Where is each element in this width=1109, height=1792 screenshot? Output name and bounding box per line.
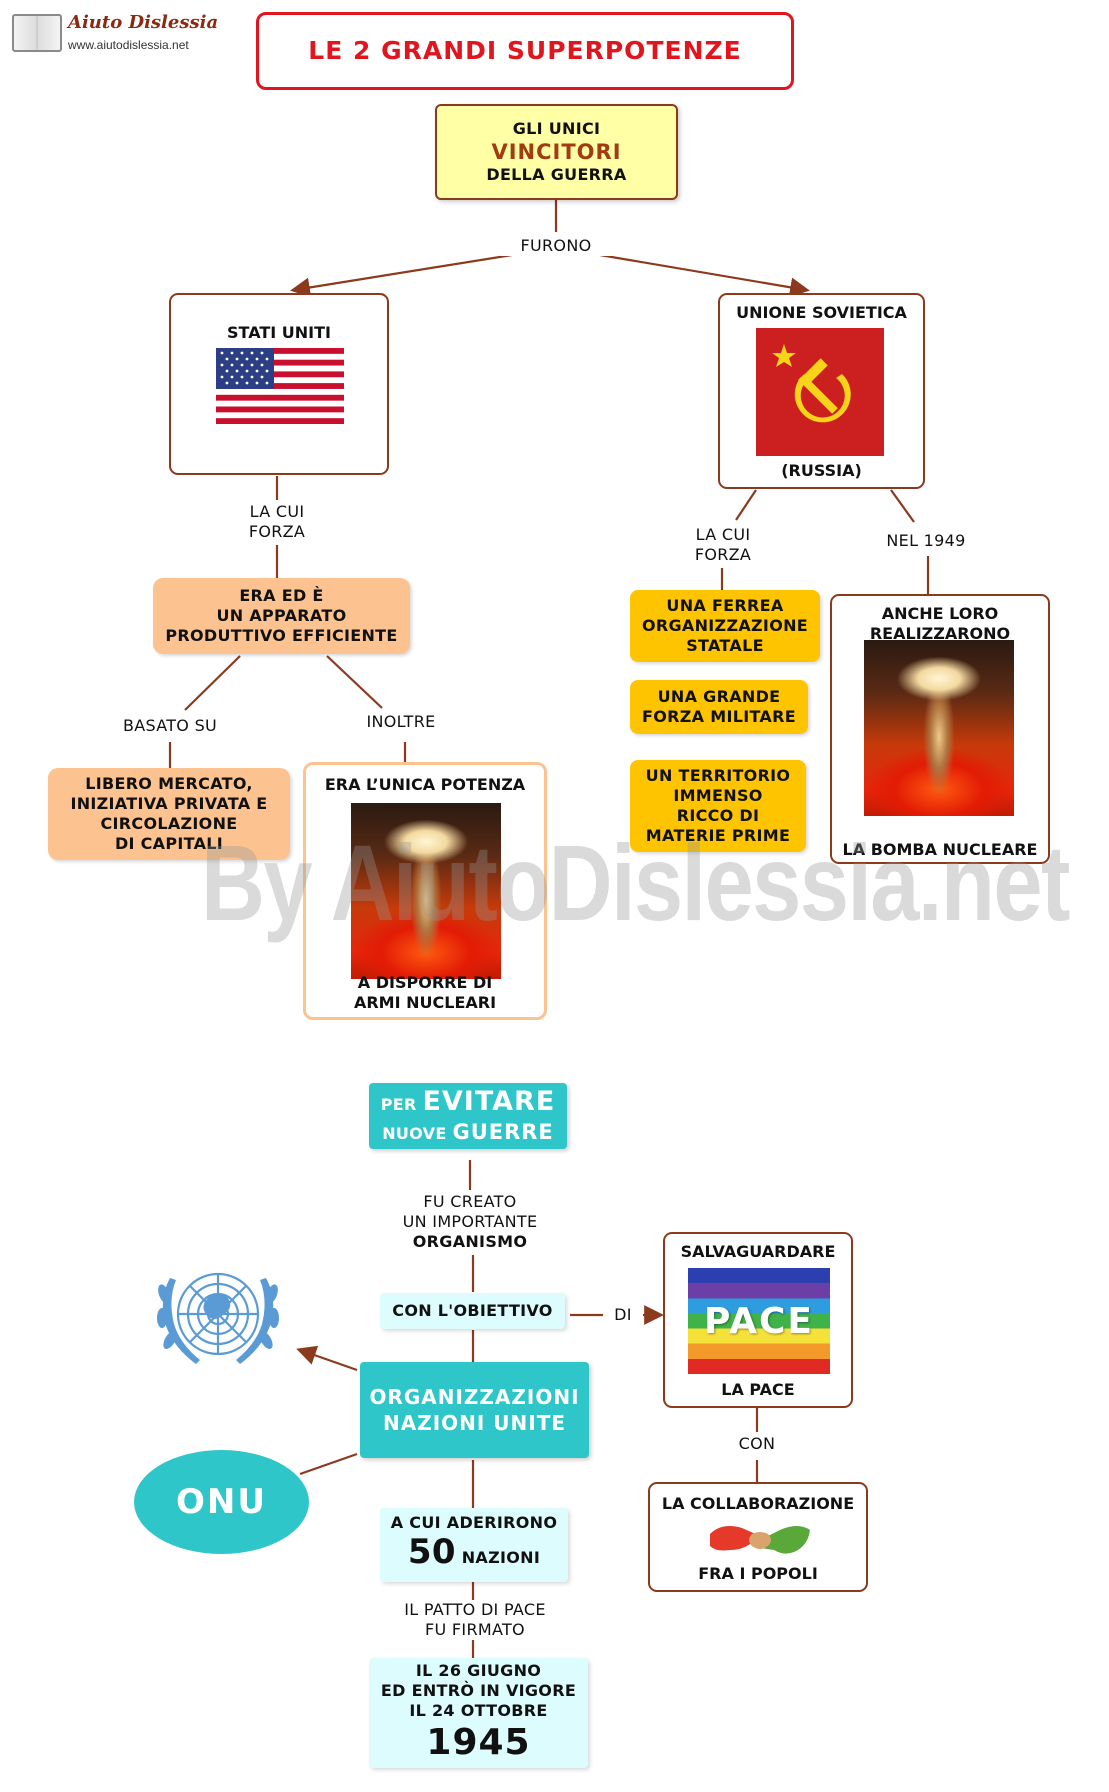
urss-force-1: UNA FERREA ORGANIZZAZIONE STATALE — [630, 590, 820, 662]
libero-mercato-node: LIBERO MERCATO, INIZIATIVA PRIVATA E CIR… — [48, 768, 290, 860]
collaborazione-bottom: FRA I POPOLI — [698, 1564, 818, 1583]
urss-force-2: UNA GRANDE FORZA MILITARE — [630, 680, 808, 734]
label-di: DI — [606, 1305, 640, 1325]
logo[interactable]: Aiuto Dislessia www.aiutodislessia.net — [12, 12, 218, 56]
vincitori-line3: DELLA GUERRA — [486, 165, 627, 184]
usa-node: STATI UNITI — [169, 293, 389, 475]
logo-url: www.aiutodislessia.net — [68, 38, 189, 52]
evitare-node: PER EVITARE NUOVE GUERRE — [369, 1083, 567, 1149]
label-inoltre: INOLTRE — [352, 712, 450, 732]
label-con: CON — [722, 1434, 792, 1454]
salvaguardare-node: SALVAGUARDARE PACE LA PACE — [663, 1232, 853, 1408]
nuclear-explosion-image — [351, 803, 501, 979]
collaborazione-node: LA COLLABORAZIONE FRA I POPOLI — [648, 1482, 868, 1592]
urss-title: UNIONE SOVIETICA — [736, 303, 907, 322]
un-emblem-icon — [157, 1272, 279, 1364]
collaborazione-title: LA COLLABORAZIONE — [661, 1494, 855, 1513]
bomba-bottom: LA BOMBA NUCLEARE — [842, 840, 1038, 859]
label-patto: IL PATTO DI PACE FU FIRMATO — [378, 1600, 572, 1640]
urss-subtitle: (RUSSIA) — [781, 461, 862, 480]
bomba-node: ANCHE LORO REALIZZARONO LA BOMBA NUCLEAR… — [830, 594, 1050, 864]
salvaguardare-title: SALVAGUARDARE — [680, 1242, 836, 1261]
page-title: LE 2 GRANDI SUPERPOTENZE — [256, 12, 794, 90]
usa-flag-icon — [216, 348, 344, 424]
onu-full-node: ORGANIZZAZIONI NAZIONI UNITE — [360, 1362, 589, 1458]
usa-force-node: ERA ED È UN APPARATO PRODUTTIVO EFFICIEN… — [153, 578, 410, 654]
aderirono-node: A CUI ADERIRONO 50 NAZIONI — [380, 1508, 568, 1582]
label-fu-creato: FU CREATO UN IMPORTANTE ORGANISMO — [385, 1192, 555, 1252]
vincitori-line1: GLI UNICI — [512, 119, 601, 138]
label-basato-su: BASATO SU — [108, 716, 232, 736]
nuclear-explosion-image-2 — [864, 640, 1014, 816]
usa-title: STATI UNITI — [227, 323, 331, 342]
label-usa-forza: LA CUI FORZA — [232, 502, 322, 542]
unica-potenza-node: ERA L’UNICA POTENZA A DISPORRE DI ARMI N… — [303, 762, 547, 1020]
vincitori-line2: VINCITORI — [491, 140, 622, 164]
unica-bottom: A DISPORRE DI ARMI NUCLEARI — [353, 973, 497, 1012]
urss-force-3: UN TERRITORIO IMMENSO RICCO DI MATERIE P… — [630, 760, 806, 852]
data-firma-node: IL 26 GIUGNO ED ENTRÒ IN VIGORE IL 24 OT… — [369, 1658, 588, 1768]
urss-node: UNIONE SOVIETICA (RUSSIA) — [718, 293, 925, 489]
unica-title: ERA L’UNICA POTENZA — [324, 775, 526, 794]
onu-badge: ONU — [134, 1450, 309, 1554]
handshake-icon — [710, 1526, 810, 1554]
obiettivo-node: CON L'OBIETTIVO — [380, 1293, 565, 1329]
peace-flag-icon: PACE — [688, 1268, 830, 1374]
hammer-sickle-flag-icon — [756, 328, 884, 456]
bomba-top: ANCHE LORO REALIZZARONO — [869, 604, 1011, 643]
salvaguardare-bottom: LA PACE — [721, 1380, 795, 1399]
label-urss-forza: LA CUI FORZA — [678, 525, 768, 565]
label-nel-1949: NEL 1949 — [876, 531, 976, 551]
logo-name: Aiuto Dislessia — [68, 12, 219, 33]
book-icon — [12, 14, 62, 52]
vincitori-node: GLI UNICI VINCITORI DELLA GUERRA — [435, 104, 678, 200]
label-furono: FURONO — [500, 236, 612, 256]
